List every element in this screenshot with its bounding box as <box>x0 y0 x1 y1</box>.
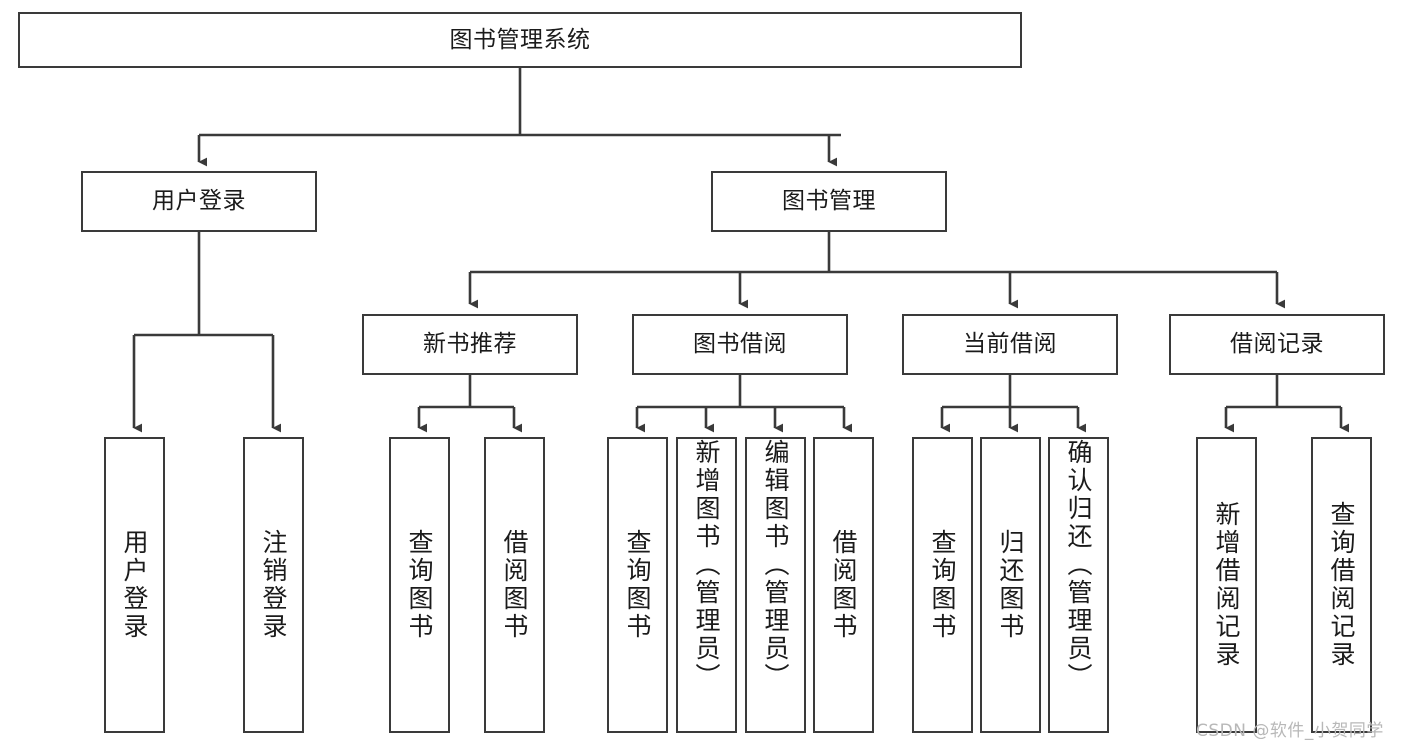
leaf-nb-query-book-label: 查询图书 <box>405 529 434 641</box>
leaf-cb-query-book[interactable]: 查询图书 <box>912 437 973 733</box>
node-book-management[interactable]: 图书管理 <box>711 171 947 232</box>
node-current-borrow[interactable]: 当前借阅 <box>902 314 1118 375</box>
leaf-bb-edit-book[interactable]: 编辑图书（管理员） <box>745 437 806 733</box>
node-book-borrow[interactable]: 图书借阅 <box>632 314 848 375</box>
leaf-cb-return-book-label: 归还图书 <box>996 529 1025 641</box>
leaf-bb-query-book[interactable]: 查询图书 <box>607 437 668 733</box>
leaf-bb-borrow-book[interactable]: 借阅图书 <box>813 437 874 733</box>
node-user-login-label: 用户登录 <box>152 188 246 215</box>
leaf-logout-label: 注销登录 <box>259 529 288 641</box>
node-book-borrow-label: 图书借阅 <box>693 331 787 358</box>
node-book-management-label: 图书管理 <box>782 188 876 215</box>
node-new-book-recommend-label: 新书推荐 <box>423 331 517 358</box>
leaf-cb-confirm-return[interactable]: 确认归还（管理员） <box>1048 437 1109 733</box>
leaf-cb-query-book-label: 查询图书 <box>928 529 957 641</box>
node-borrow-record[interactable]: 借阅记录 <box>1169 314 1385 375</box>
leaf-bb-add-book[interactable]: 新增图书（管理员） <box>676 437 737 733</box>
node-root[interactable]: 图书管理系统 <box>18 12 1022 68</box>
node-borrow-record-label: 借阅记录 <box>1230 331 1324 358</box>
csdn-watermark: CSDN @软件_小贺同学 <box>1196 721 1384 741</box>
leaf-br-add-record-label: 新增借阅记录 <box>1212 501 1241 669</box>
leaf-user-login[interactable]: 用户登录 <box>104 437 165 733</box>
leaf-nb-borrow-book-label: 借阅图书 <box>500 529 529 641</box>
node-new-book-recommend[interactable]: 新书推荐 <box>362 314 578 375</box>
node-root-label: 图书管理系统 <box>449 26 591 53</box>
leaf-bb-borrow-book-label: 借阅图书 <box>829 529 858 641</box>
leaf-cb-confirm-return-label: 确认归还（管理员） <box>1064 439 1093 691</box>
leaf-br-add-record[interactable]: 新增借阅记录 <box>1196 437 1257 733</box>
leaf-bb-add-book-label: 新增图书（管理员） <box>692 439 721 691</box>
node-user-login[interactable]: 用户登录 <box>81 171 317 232</box>
leaf-nb-borrow-book[interactable]: 借阅图书 <box>484 437 545 733</box>
leaf-nb-query-book[interactable]: 查询图书 <box>389 437 450 733</box>
leaf-br-query-record-label: 查询借阅记录 <box>1327 501 1356 669</box>
leaf-cb-return-book[interactable]: 归还图书 <box>980 437 1041 733</box>
leaf-bb-edit-book-label: 编辑图书（管理员） <box>761 439 790 691</box>
leaf-logout[interactable]: 注销登录 <box>243 437 304 733</box>
leaf-user-login-label: 用户登录 <box>120 529 149 641</box>
node-current-borrow-label: 当前借阅 <box>963 331 1057 358</box>
leaf-bb-query-book-label: 查询图书 <box>623 529 652 641</box>
leaf-br-query-record[interactable]: 查询借阅记录 <box>1311 437 1372 733</box>
